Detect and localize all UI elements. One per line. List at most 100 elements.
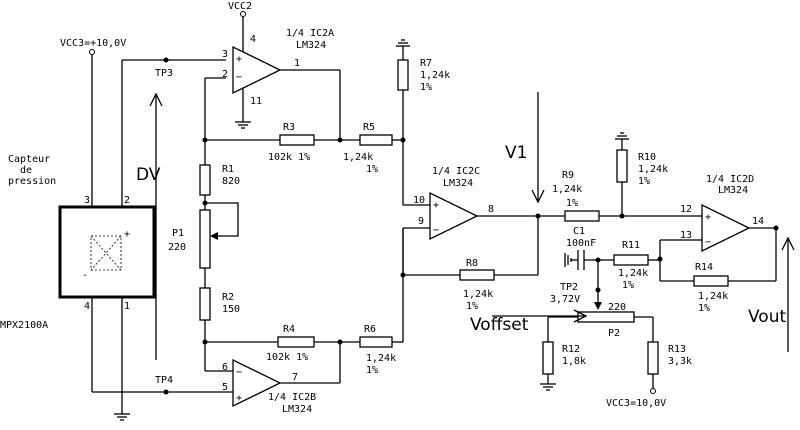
node-r5-r7 bbox=[400, 137, 406, 143]
vcc3-top-terminal bbox=[89, 49, 95, 55]
r12-value: 1,8k bbox=[562, 356, 586, 367]
ic2a-pin-vcc: 4 bbox=[250, 34, 256, 45]
vcc3-bottom-label: VCC3=10,0V bbox=[606, 398, 666, 409]
ground-symbol-c1 bbox=[564, 253, 572, 267]
v1-label: V1 bbox=[505, 143, 527, 163]
p1-wiper-arrow-icon bbox=[210, 232, 218, 240]
ic2a-pin-gnd: 11 bbox=[250, 96, 262, 107]
sensor-bridge-icon bbox=[90, 235, 122, 271]
ic2b-pin-out: 7 bbox=[292, 372, 298, 383]
ic2c-opamp-icon bbox=[429, 191, 479, 241]
ic2c-minus-sign: − bbox=[433, 225, 439, 236]
ic2a-pin-minus: 2 bbox=[222, 69, 228, 80]
ic2d-opamp-icon bbox=[701, 203, 751, 253]
p2-wiper-arrow-icon bbox=[594, 302, 602, 310]
r6-tol: 1% bbox=[366, 365, 378, 376]
dv-arrow-icon bbox=[149, 92, 163, 360]
sensor-pin-3: 3 bbox=[84, 195, 90, 206]
r7-value: 1,24k bbox=[420, 70, 450, 81]
ic2c-plus-sign: + bbox=[433, 200, 439, 211]
r7-name: R7 bbox=[420, 58, 432, 69]
r9-tol: 1% bbox=[566, 198, 578, 209]
p2-name: P2 bbox=[608, 328, 620, 339]
ic2c-pin-plus: 10 bbox=[413, 195, 425, 206]
node-p1-wiper bbox=[202, 200, 208, 206]
ic2d-minus-sign: − bbox=[705, 237, 711, 248]
sensor-pin-4: 4 bbox=[84, 301, 90, 312]
voffset-label: Voffset bbox=[470, 315, 529, 335]
p1-name: P1 bbox=[172, 228, 184, 239]
vcc2-label: VCC2 bbox=[228, 1, 252, 12]
r1-name: R1 bbox=[222, 164, 234, 175]
r13-resistor-icon bbox=[647, 341, 659, 375]
r7-tol: 1% bbox=[420, 82, 432, 93]
r4-name: R4 bbox=[283, 324, 295, 335]
r11-resistor-icon bbox=[613, 254, 649, 266]
r1-value: 820 bbox=[222, 176, 240, 187]
r14-name: R14 bbox=[695, 262, 713, 273]
r3-name: R3 bbox=[283, 122, 295, 133]
vcc3-bottom-terminal bbox=[650, 388, 656, 394]
p2-value: 220 bbox=[608, 302, 626, 313]
r13-name: R13 bbox=[668, 344, 686, 355]
c1-capacitor-icon bbox=[577, 250, 585, 270]
r6-name: R6 bbox=[364, 324, 376, 335]
vout-label: Vout bbox=[748, 307, 786, 327]
ic2b-pin-minus: 6 bbox=[222, 362, 228, 373]
r14-resistor-icon bbox=[693, 275, 729, 287]
vout-arrow-icon bbox=[781, 236, 795, 352]
v1-arrow-icon bbox=[531, 92, 545, 204]
node-ic2a-minus bbox=[202, 137, 208, 143]
p1-wiper-wire bbox=[205, 202, 239, 237]
sensor-pin-2: 2 bbox=[124, 195, 130, 206]
ic2c-name: 1/4 IC2C bbox=[432, 166, 480, 177]
ic2b-opamp-icon bbox=[232, 358, 282, 408]
node-ic2a-out bbox=[337, 137, 343, 143]
ic2b-minus-sign: − bbox=[236, 367, 242, 378]
r5-resistor-icon bbox=[359, 134, 393, 146]
ic2a-minus-sign: − bbox=[236, 72, 242, 83]
r10-value: 1,24k bbox=[638, 164, 668, 175]
sensor-title-line1: Capteur bbox=[8, 154, 50, 165]
sensor-plus-sign: + bbox=[124, 229, 130, 240]
r2-resistor-icon bbox=[199, 287, 211, 321]
r12-resistor-icon bbox=[542, 341, 554, 375]
ic2d-part: LM324 bbox=[718, 185, 748, 196]
ic2a-plus-sign: + bbox=[236, 54, 242, 65]
ic2d-name: 1/4 IC2D bbox=[706, 174, 754, 185]
ic2b-name: 1/4 IC2B bbox=[268, 392, 316, 403]
r9-resistor-icon bbox=[564, 210, 600, 222]
r8-tol: 1% bbox=[466, 301, 478, 312]
r11-tol: 1% bbox=[622, 280, 634, 291]
ic2d-pin-minus: 13 bbox=[680, 230, 692, 241]
dv-label: DV bbox=[136, 165, 161, 185]
r11-name: R11 bbox=[622, 240, 640, 251]
tp3-node bbox=[163, 57, 169, 63]
r8-name: R8 bbox=[466, 258, 478, 269]
c1-value: 100nF bbox=[566, 238, 596, 249]
r11-value: 1,24k bbox=[618, 268, 648, 279]
p1-potentiometer-icon bbox=[199, 209, 211, 269]
vcc2-terminal bbox=[240, 11, 246, 17]
r9-name: R9 bbox=[562, 170, 574, 181]
r9-value: 1,24k bbox=[552, 184, 582, 195]
ground-symbol-r7 bbox=[396, 39, 410, 47]
sensor-pin-1: 1 bbox=[124, 301, 130, 312]
c1-name: C1 bbox=[573, 226, 585, 237]
ground-symbol-r10 bbox=[615, 132, 629, 140]
r14-tol: 1% bbox=[698, 303, 710, 314]
ic2a-opamp-icon bbox=[232, 45, 282, 95]
p2-potentiometer-icon bbox=[577, 311, 635, 323]
r2-name: R2 bbox=[222, 292, 234, 303]
p1-value: 220 bbox=[168, 242, 186, 253]
ic2c-pin-minus: 9 bbox=[418, 216, 424, 227]
r10-name: R10 bbox=[638, 152, 656, 163]
r4-resistor-icon bbox=[277, 336, 315, 348]
r4-value: 102k 1% bbox=[266, 352, 308, 363]
r1-resistor-icon bbox=[199, 164, 211, 196]
r2-value: 150 bbox=[222, 304, 240, 315]
r10-resistor-icon bbox=[616, 149, 628, 183]
ic2d-plus-sign: + bbox=[705, 212, 711, 223]
sensor-title-line2: de bbox=[20, 165, 32, 176]
